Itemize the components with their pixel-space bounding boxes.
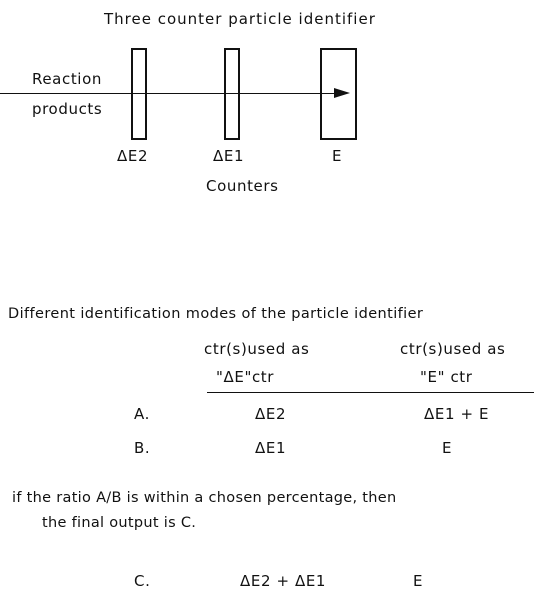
arrow-head-icon [334,88,350,98]
counter-label-delta-e2: ΔE2 [117,147,149,165]
row-c-delta-e: ΔE2 + ΔE1 [240,572,327,590]
diagram-title: Three counter particle identifier [104,10,376,28]
row-c-e: E [413,572,424,590]
col2-header-line2: "E" ctr [420,368,473,386]
row-b-e: E [442,439,453,457]
counter-delta-e1 [224,48,240,140]
col2-header-line1: ctr(s)used as [400,340,506,358]
row-a-e: ΔE1 + E [424,405,490,423]
note-line2: the final output is C. [42,515,197,531]
counter-e [320,48,357,140]
row-c-label: C. [134,572,151,590]
header-rule [207,392,534,393]
counter-label-delta-e1: ΔE1 [213,147,245,165]
note-line1: if the ratio A/B is within a chosen perc… [12,490,397,506]
row-b-label: B. [134,439,151,457]
counters-caption: Counters [206,177,279,195]
particle-beam-arrow [0,93,346,94]
input-label-line2: products [32,100,103,118]
counter-label-e: E [332,147,343,165]
col1-header-line2: "ΔE"ctr [216,368,275,386]
row-a-delta-e: ΔE2 [255,405,287,423]
row-b-delta-e: ΔE1 [255,439,287,457]
col1-header-line1: ctr(s)used as [204,340,310,358]
counter-delta-e2 [131,48,147,140]
input-label-line1: Reaction [32,70,102,88]
row-a-label: A. [134,405,150,423]
modes-heading: Different identification modes of the pa… [8,306,424,322]
